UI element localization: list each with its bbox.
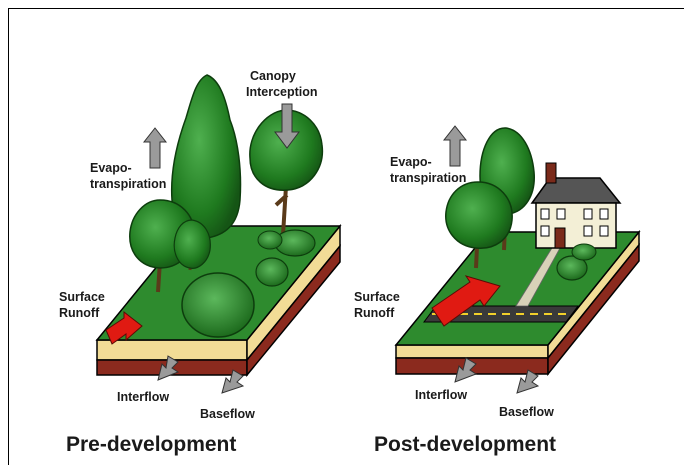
figure-frame	[8, 8, 684, 465]
pre-canopy-label-2: Interception	[246, 85, 318, 99]
post-left-tree	[445, 181, 513, 249]
pre-canopy-arrow	[274, 103, 300, 149]
pre-right-tree	[249, 109, 324, 191]
post-house-windows	[540, 208, 609, 237]
post-surface-runoff-arrow	[431, 275, 501, 327]
pre-baseflow-arrow	[221, 369, 245, 394]
post-evapo-arrow	[442, 125, 468, 167]
pre-evapo-label-1: Evapo-	[90, 161, 132, 175]
post-development-caption: Post-development	[374, 433, 556, 456]
post-interflow-arrow	[454, 357, 478, 383]
post-development-scene: Evapo- transpiration Surface Runoff Inte…	[354, 125, 641, 456]
post-surface-label-2: Runoff	[354, 306, 395, 320]
pre-small-tree	[173, 219, 211, 269]
post-soil-front	[395, 344, 549, 359]
post-house-chimney	[545, 162, 557, 184]
pre-bush-small	[255, 257, 289, 287]
pre-bush-large	[181, 272, 255, 338]
pre-evapo-label-2: transpiration	[90, 177, 166, 191]
post-bush-2	[571, 243, 597, 261]
post-evapo-label-2: transpiration	[390, 171, 466, 185]
pre-clay-side	[246, 243, 341, 378]
pre-interflow-arrow	[157, 355, 180, 381]
pre-soil-front	[96, 339, 248, 361]
pre-development-scene: Evapo- transpiration Canopy Interception…	[59, 69, 342, 456]
pre-surface-runoff-arrow	[105, 310, 143, 345]
pre-bush-right2	[257, 230, 283, 250]
post-interflow-label: Interflow	[415, 388, 467, 402]
post-house-roof	[530, 177, 622, 204]
post-evapo-label-1: Evapo-	[390, 155, 432, 169]
pre-canopy-label-1: Canopy	[250, 69, 296, 83]
pre-surface-label-1: Surface	[59, 290, 105, 304]
pre-baseflow-label: Baseflow	[200, 407, 255, 421]
post-baseflow-arrow	[516, 369, 540, 394]
pre-development-caption: Pre-development	[66, 433, 236, 456]
pre-evapo-arrow	[142, 127, 168, 169]
post-bush-1	[556, 255, 588, 281]
pre-surface-label-2: Runoff	[59, 306, 100, 320]
post-house-door	[554, 227, 566, 249]
pre-interflow-label: Interflow	[117, 390, 169, 404]
post-clay-side	[547, 242, 640, 377]
post-baseflow-label: Baseflow	[499, 405, 554, 419]
post-surface-label-1: Surface	[354, 290, 400, 304]
